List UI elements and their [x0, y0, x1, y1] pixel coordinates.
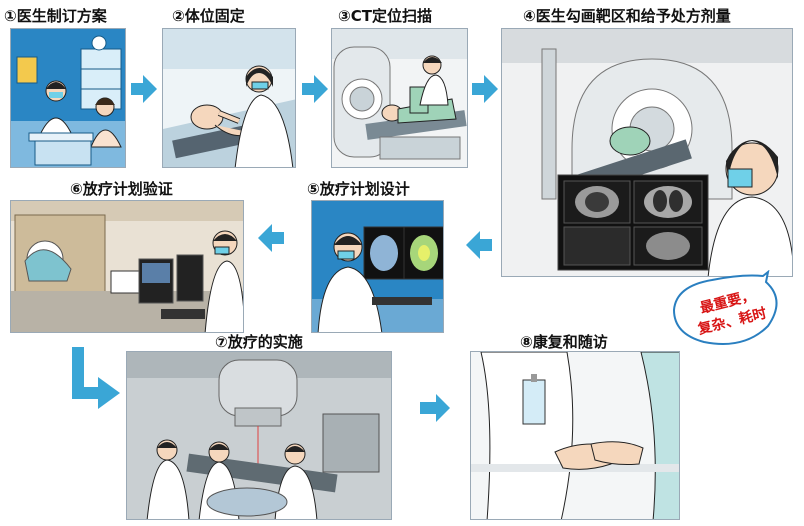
- step-3-label: ③CT定位扫描: [338, 5, 432, 26]
- arrow-4-to-5: [466, 231, 492, 259]
- step-4-label: ④医生勾画靶区和给予处方剂量: [523, 5, 731, 26]
- step-7-label: ⑦放疗的实施: [215, 331, 303, 352]
- step-6-label: ⑥放疗计划验证: [70, 178, 173, 199]
- panel-plan-verification: [10, 200, 244, 333]
- panel-follow-up: [470, 351, 680, 520]
- step-5-label: ⑤放疗计划设计: [307, 178, 410, 199]
- arrow-1-to-2: [131, 75, 157, 103]
- arrow-7-to-8: [420, 394, 450, 422]
- panel-doctor-consultation: [10, 28, 126, 168]
- panel-immobilization: [162, 28, 296, 168]
- arrow-5-to-6: [258, 224, 284, 252]
- step-2-label: ②体位固定: [172, 5, 245, 26]
- panel-contouring: [501, 28, 793, 277]
- panel-treatment-delivery: [126, 351, 392, 520]
- panel-plan-design: [311, 200, 444, 333]
- step-1-label: ①医生制订方案: [4, 5, 107, 26]
- step-8-label: ⑧康复和随访: [520, 331, 608, 352]
- arrow-3-to-4: [472, 75, 498, 103]
- arrow-6-to-7: [72, 347, 120, 413]
- arrow-2-to-3: [302, 75, 328, 103]
- panel-ct-scan: [331, 28, 468, 168]
